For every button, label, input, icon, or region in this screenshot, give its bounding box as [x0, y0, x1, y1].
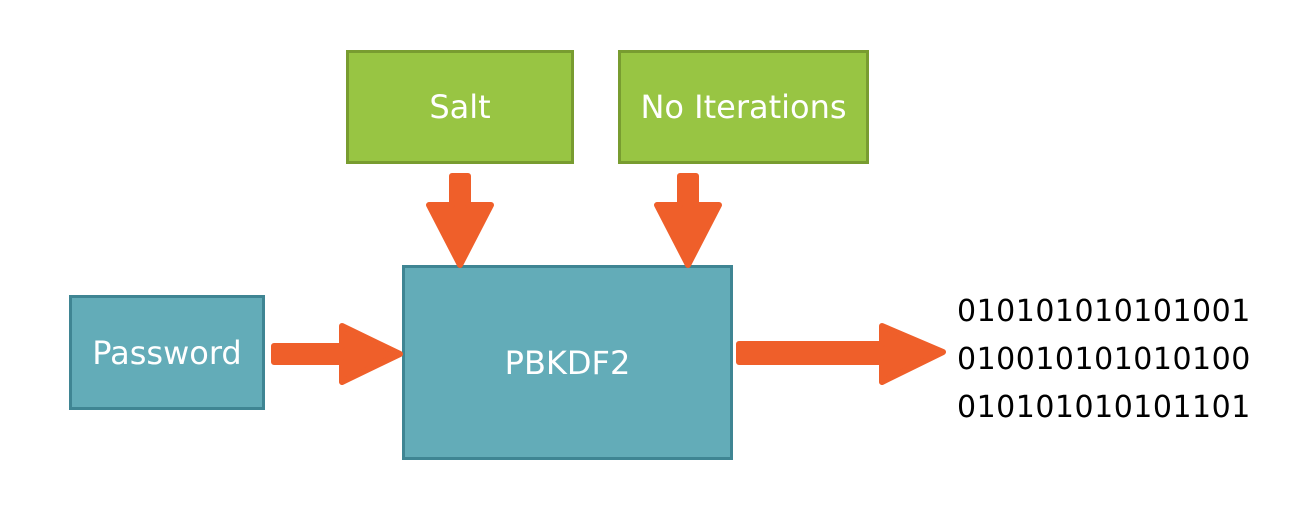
- pbkdf2-to-output-arrow: [736, 323, 946, 385]
- salt-label: Salt: [429, 88, 491, 126]
- derived-key-output: 010101010101001 010010101010100 01010101…: [957, 288, 1251, 432]
- salt-box: Salt: [346, 50, 574, 164]
- pbkdf2-label: PBKDF2: [504, 343, 631, 382]
- pbkdf2-box: PBKDF2: [402, 265, 733, 460]
- iterations-to-pbkdf2-arrow: [654, 173, 722, 268]
- salt-to-pbkdf2-arrow: [426, 173, 494, 268]
- password-box: Password: [69, 295, 265, 410]
- output-line: 010101010101001: [957, 294, 1251, 329]
- output-line: 010101010101101: [957, 390, 1251, 425]
- output-line: 010010101010100: [957, 342, 1251, 377]
- password-label: Password: [92, 333, 242, 372]
- iterations-label: No Iterations: [640, 88, 847, 126]
- iterations-box: No Iterations: [618, 50, 869, 164]
- password-to-pbkdf2-arrow: [271, 323, 403, 385]
